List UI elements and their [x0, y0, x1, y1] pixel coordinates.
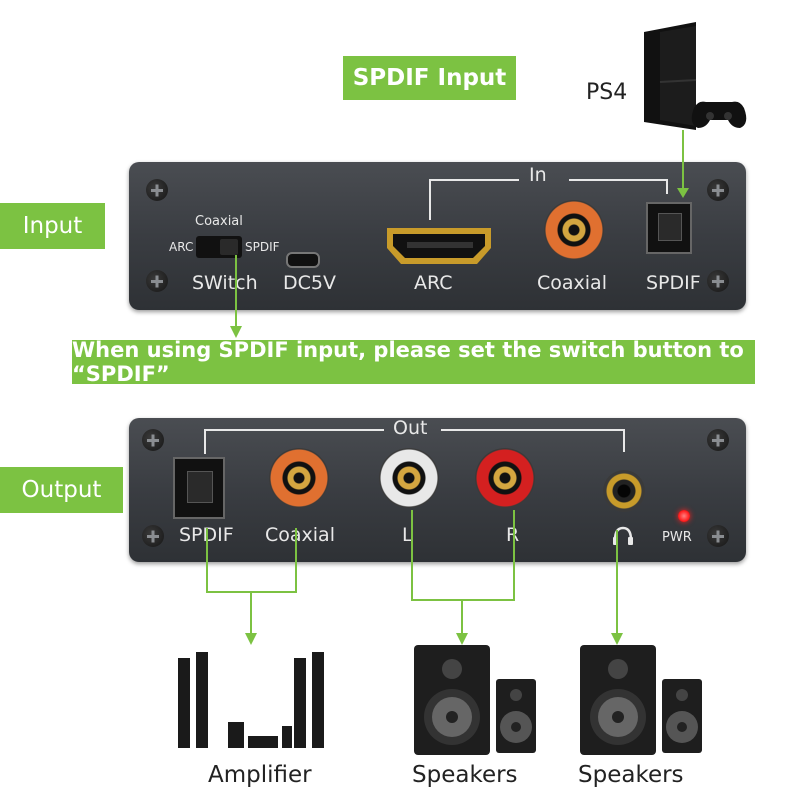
ps4-console-icon — [644, 22, 747, 130]
spdif-input-label: SPDIF Input — [343, 56, 516, 100]
dc5v-label: DC5V — [283, 272, 336, 294]
screw-icon — [707, 429, 729, 451]
out-label: Out — [393, 417, 428, 439]
right-channel-jack — [475, 448, 535, 508]
spdif-input-port-label: SPDIF — [646, 272, 701, 294]
amplifier-label[interactable]: Amplifier — [208, 762, 312, 788]
speakers-label-1[interactable]: Speakers — [412, 762, 518, 788]
switch-coaxial-label: Coaxial — [195, 214, 243, 229]
screw-icon — [142, 429, 164, 451]
coaxial-output-label: Coaxial — [265, 524, 335, 546]
pwr-label: PWR — [662, 530, 692, 545]
output-side-label: Output — [0, 467, 123, 513]
speakers-label-2[interactable]: Speakers — [578, 762, 684, 788]
source-switch[interactable] — [196, 236, 242, 258]
hdmi-port — [387, 228, 491, 264]
in-label: In — [529, 164, 547, 186]
optical-output-port — [173, 457, 225, 519]
coaxial-output-jack — [269, 448, 329, 508]
left-channel-jack — [379, 448, 439, 508]
switch-note-bar: When using SPDIF input, please set the s… — [72, 338, 755, 386]
input-side-label: Input — [0, 203, 105, 249]
optical-input-port — [646, 202, 692, 254]
right-channel-label: R — [506, 524, 520, 546]
screw-icon — [146, 179, 168, 201]
amplifier-icon — [178, 652, 324, 748]
screw-icon — [146, 270, 168, 292]
headphone-jack — [603, 470, 645, 512]
arc-label: ARC — [414, 272, 453, 294]
screw-icon — [142, 525, 164, 547]
out-bracket — [204, 429, 625, 454]
switch-caption: SWitch — [192, 272, 258, 294]
screw-icon — [707, 179, 729, 201]
screw-icon — [707, 270, 729, 292]
switch-knob — [220, 239, 238, 255]
speakers-icon — [414, 645, 536, 755]
left-channel-label: L — [402, 524, 413, 546]
speakers-icon — [580, 645, 702, 755]
in-bracket — [429, 179, 668, 220]
micro-usb-port — [286, 252, 320, 268]
ps4-label: PS4 — [586, 80, 628, 105]
power-led — [678, 510, 690, 522]
output-panel: Out SPDIF Coaxial L R PWR — [129, 417, 746, 562]
coaxial-input-jack — [544, 200, 604, 260]
screw-icon — [707, 525, 729, 547]
switch-spdif-label: SPDIF — [245, 240, 280, 254]
input-panel: Coaxial ARC SPDIF SWitch DC5V In ARC Coa… — [129, 162, 746, 310]
coaxial-input-label: Coaxial — [537, 272, 607, 294]
switch-arc-label: ARC — [169, 240, 194, 254]
